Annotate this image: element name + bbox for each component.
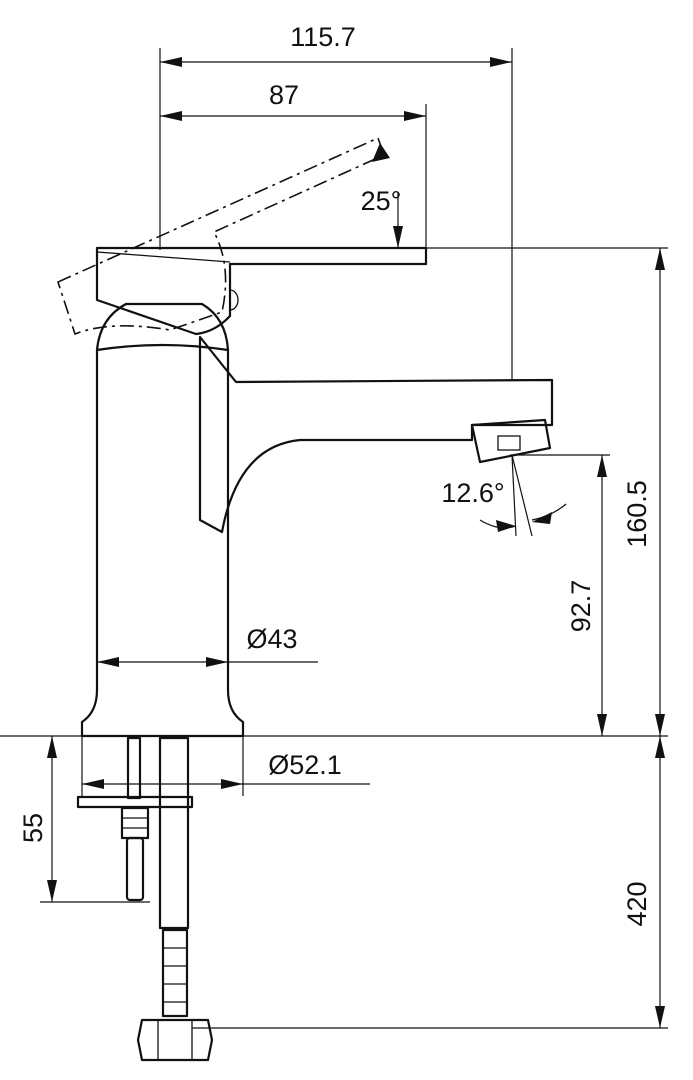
dim-hose-length: 420 <box>622 881 652 926</box>
dim-lever-reach: 87 <box>269 80 299 110</box>
dim-width-total: 115.7 <box>290 22 356 52</box>
dimension-lines <box>0 48 668 1029</box>
dim-base-diameter: Ø52.1 <box>268 750 342 780</box>
dim-spout-height: 92.7 <box>566 580 596 633</box>
lever-raised-outline <box>57 136 385 336</box>
dim-spout-angle: 12.6° <box>441 478 504 508</box>
dim-shank-length: 55 <box>18 813 48 843</box>
dim-total-height: 160.5 <box>622 480 652 548</box>
dim-lever-angle: 25° <box>361 186 402 216</box>
faucet-body <box>80 302 245 738</box>
dim-body-diameter: Ø43 <box>246 624 297 654</box>
spout <box>198 335 554 534</box>
dimension-labels: 115.7 87 25° 12.6° Ø43 Ø52.1 160.5 92.7 … <box>18 22 652 927</box>
mounting-hardware <box>76 736 214 1062</box>
lever-handle <box>95 246 428 336</box>
